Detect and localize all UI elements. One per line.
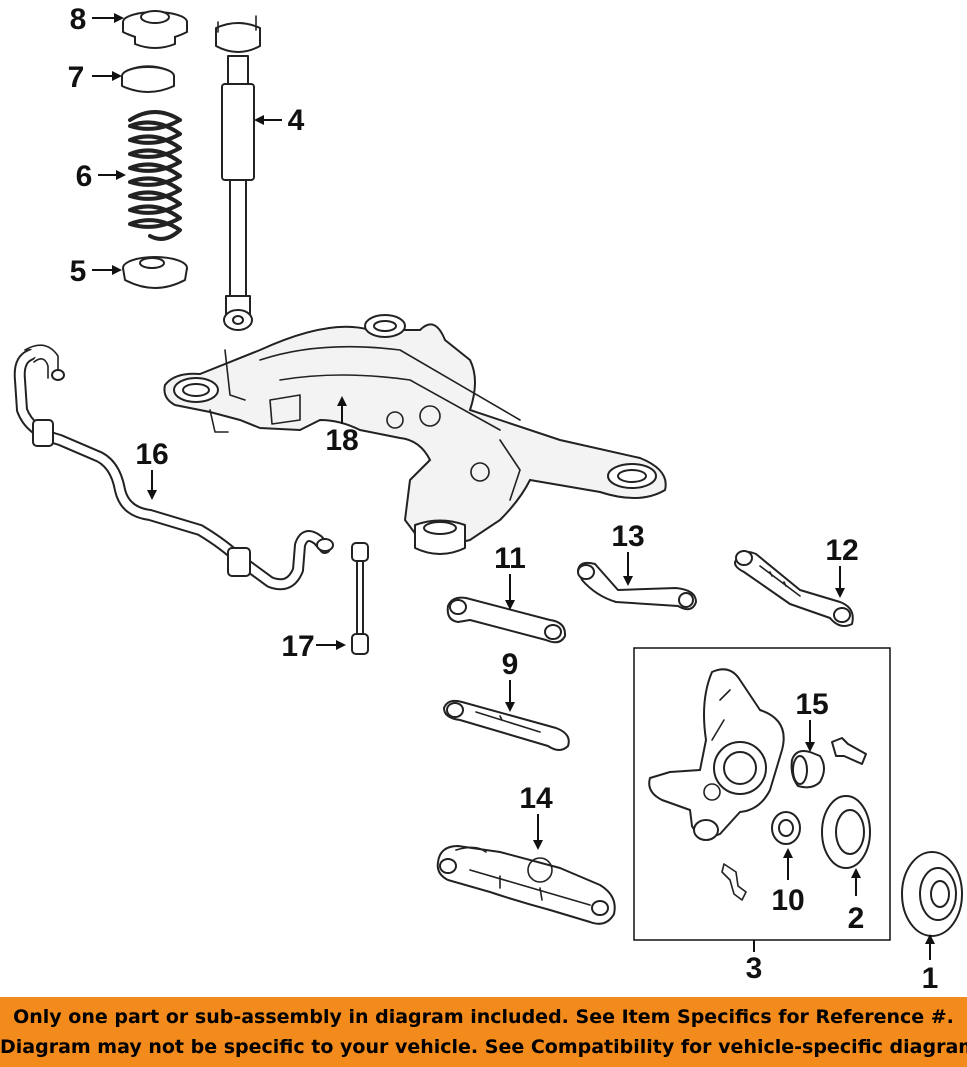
callout-leaders bbox=[92, 13, 935, 960]
disclaimer-line-1: Only one part or sub-assembly in diagram… bbox=[13, 1006, 954, 1028]
part-control-arm-12 bbox=[734, 550, 854, 627]
callout-16: 16 bbox=[135, 438, 168, 471]
part-rear-subframe bbox=[163, 314, 667, 555]
part-spring-insulator bbox=[121, 65, 175, 93]
part-control-arm-13 bbox=[577, 561, 697, 611]
part-knuckle-assembly bbox=[633, 647, 891, 941]
callout-1: 1 bbox=[922, 962, 939, 995]
callout-7: 7 bbox=[68, 61, 85, 94]
callout-14: 14 bbox=[519, 782, 553, 815]
callout-18: 18 bbox=[325, 424, 358, 457]
callout-11: 11 bbox=[494, 542, 526, 575]
callout-6: 6 bbox=[76, 160, 93, 193]
part-coil-spring bbox=[128, 110, 182, 241]
callout-13: 13 bbox=[611, 520, 644, 553]
part-upper-spring-mount bbox=[122, 10, 188, 49]
disclaimer-line-2: Diagram may not be specific to your vehi… bbox=[0, 1036, 967, 1058]
part-stabilizer-bar bbox=[13, 344, 334, 591]
callout-17: 17 bbox=[281, 630, 314, 663]
callout-12: 12 bbox=[825, 534, 858, 567]
part-wheel-hub bbox=[901, 851, 963, 937]
part-lower-spring-seat bbox=[122, 256, 188, 289]
part-lower-control-arm bbox=[436, 845, 616, 925]
part-stabilizer-link bbox=[351, 542, 369, 655]
part-shock-absorber bbox=[215, 15, 261, 331]
callout-9: 9 bbox=[502, 648, 519, 681]
callout-5: 5 bbox=[70, 255, 87, 288]
part-control-arm-9 bbox=[443, 699, 570, 751]
callout-labels: 1 2 3 4 5 6 7 8 9 10 11 12 13 14 15 16 1… bbox=[68, 3, 939, 995]
callout-8: 8 bbox=[70, 3, 87, 36]
callout-15: 15 bbox=[795, 688, 828, 721]
callout-10: 10 bbox=[771, 884, 804, 917]
callout-4: 4 bbox=[288, 104, 305, 137]
callout-2: 2 bbox=[848, 902, 865, 935]
callout-3: 3 bbox=[746, 952, 763, 985]
part-control-arm-11 bbox=[446, 596, 567, 644]
suspension-parts-diagram: 1 2 3 4 5 6 7 8 9 10 11 12 13 14 15 16 1… bbox=[13, 3, 963, 995]
disclaimer-banner: Only one part or sub-assembly in diagram… bbox=[0, 997, 967, 1067]
